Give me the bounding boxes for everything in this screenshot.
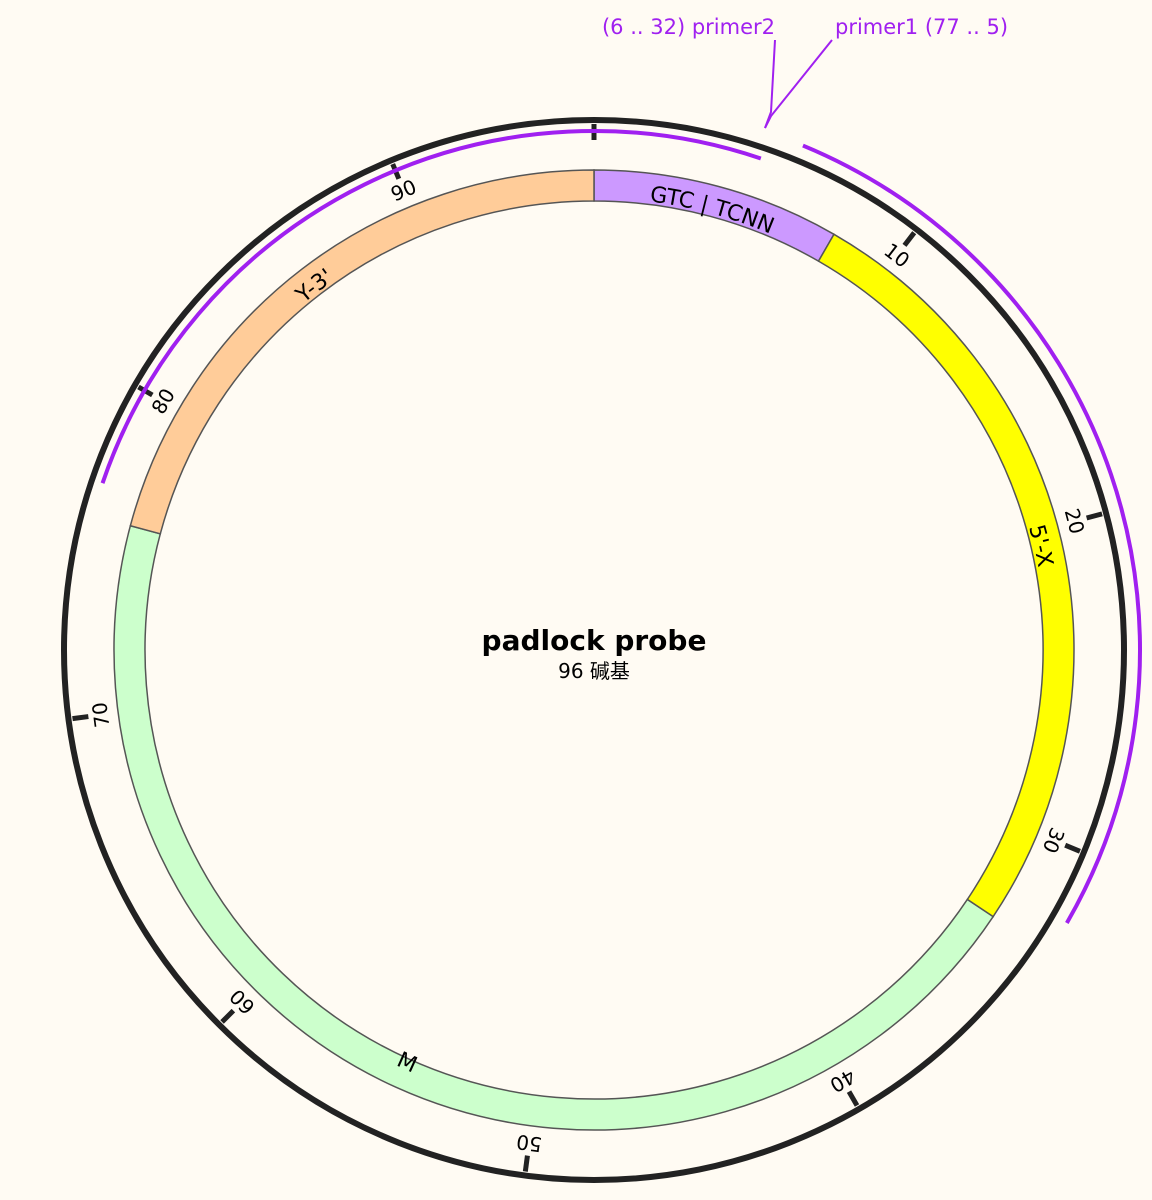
primer2-label[interactable]: (6 .. 32) primer2 [602,15,775,39]
tick-label: 90 [387,174,420,206]
primer1-leader-line [764,39,833,129]
primer2-leader-line [764,39,776,129]
tick-label: 50 [515,1130,543,1157]
primer-callouts: (6 .. 32) primer2 primer1 (77 .. 5) [602,15,1008,129]
tick-mark [72,714,89,722]
primer1-label[interactable]: primer1 (77 .. 5) [835,15,1008,39]
tick-label: 30 [1038,824,1070,857]
tick-label: 80 [146,384,180,418]
feature-segment[interactable] [129,169,595,535]
tick-mark [902,231,917,247]
tick-label: 70 [87,701,114,729]
tick-label: 40 [826,1064,860,1098]
tick-mark [846,1090,860,1107]
sequence-length: 96 碱基 [558,659,630,683]
tick-mark [1064,842,1081,854]
tick-mark [522,1155,530,1172]
tick-mark [220,1008,236,1024]
diagram-title: padlock probe [482,624,707,657]
tick-label: 20 [1060,506,1090,537]
tick-mark [1085,511,1103,521]
primer2-arc[interactable] [802,143,1142,924]
primer1-arc[interactable] [100,129,762,484]
primers-group [100,129,1142,924]
feature-segment[interactable] [817,233,1075,918]
backbone-circle [61,117,1127,1183]
feature-segment[interactable] [113,524,995,1131]
